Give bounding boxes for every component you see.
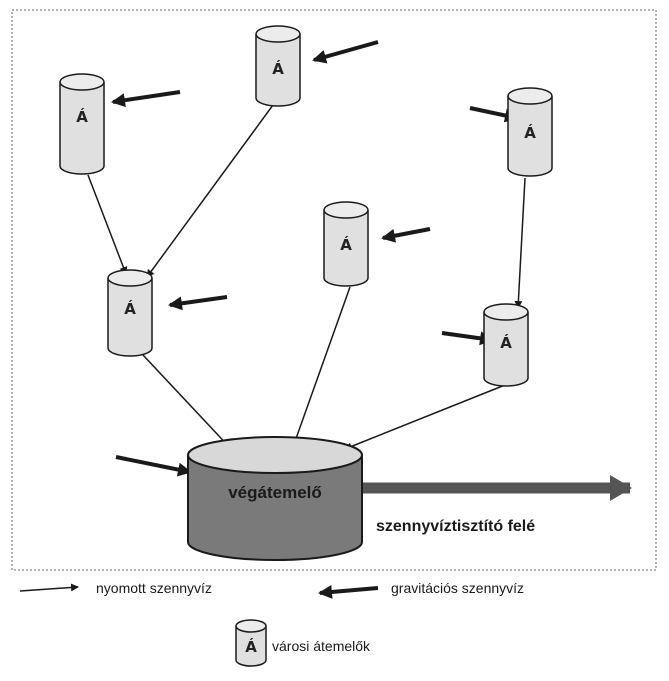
flow-line xyxy=(514,177,526,309)
gravity-arrow xyxy=(168,295,228,311)
gravity-arrow xyxy=(115,455,192,477)
flow-line xyxy=(344,384,506,451)
gravity-arrow xyxy=(111,90,181,108)
station-cylinder: Á xyxy=(507,87,553,177)
station-letter: Á xyxy=(124,299,136,318)
outflow-label: szennyvíztisztító felé xyxy=(376,518,535,535)
station-letter: Á xyxy=(524,123,536,142)
station-cylinder: Á xyxy=(59,73,105,175)
final-station-label: végátemelő xyxy=(228,483,322,502)
diagram-frame xyxy=(11,9,657,571)
flow-line xyxy=(142,354,234,452)
station-letter: Á xyxy=(272,59,284,78)
station-letter: Á xyxy=(76,107,88,126)
gravity-arrow xyxy=(312,40,379,64)
legend-station-letter: Á xyxy=(245,637,257,656)
legend: nyomott szennyvíz gravitációs szennyvíz … xyxy=(19,580,524,667)
legend-gravity-arrow xyxy=(318,584,379,599)
station-cylinder: Á xyxy=(255,25,301,107)
flow-line xyxy=(146,104,274,278)
final-station-cylinder: végátemelő xyxy=(187,436,363,561)
pressure-flow-lines xyxy=(87,104,526,452)
station-cylinder: Á xyxy=(483,303,529,387)
station-cylinder: Á xyxy=(323,201,369,287)
station-letter: Á xyxy=(340,235,352,254)
station-letter: Á xyxy=(500,333,512,352)
flow-line xyxy=(291,286,351,448)
gravity-inflow-arrows xyxy=(111,40,519,477)
legend-pressure-label: nyomott szennyvíz xyxy=(96,580,212,596)
station-cylinder: Á xyxy=(107,269,153,357)
legend-station-icon: Á xyxy=(235,619,267,667)
gravity-arrow xyxy=(381,227,431,243)
legend-gravity-label: gravitációs szennyvíz xyxy=(391,580,524,596)
flow-line xyxy=(87,174,128,275)
legend-station-label: városi átemelők xyxy=(272,638,371,654)
legend-pressure-arrow xyxy=(19,583,79,592)
